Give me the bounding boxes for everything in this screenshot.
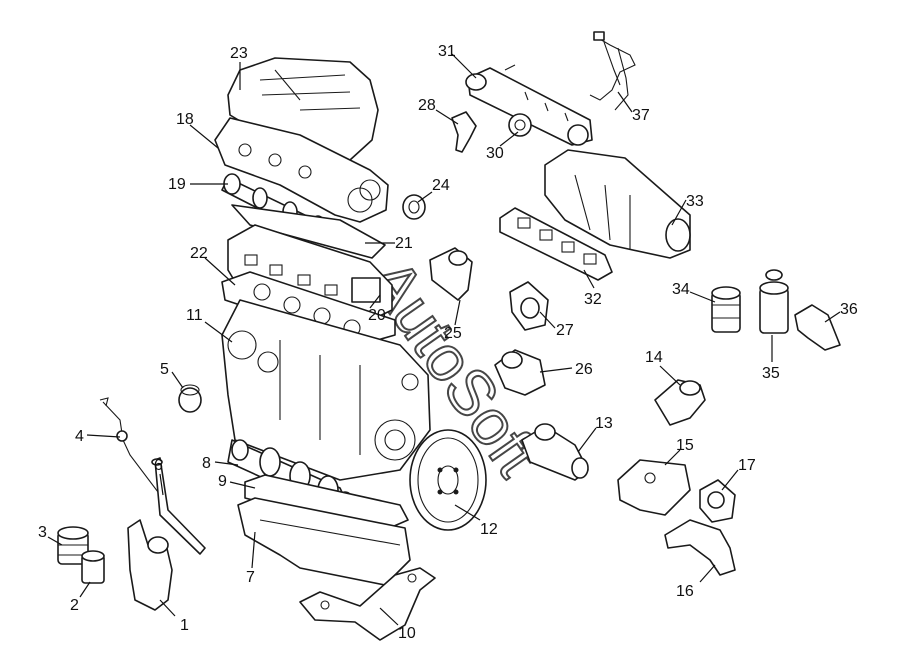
callout-15: 15 xyxy=(676,437,694,454)
cup-plug xyxy=(178,384,202,413)
callout-31: 31 xyxy=(438,43,456,60)
fuel-filter-bracket xyxy=(794,304,841,351)
engine-block xyxy=(221,299,431,481)
coolant-hose-connector xyxy=(654,379,706,426)
callout-2: 2 xyxy=(70,597,79,614)
callout-6: 6 xyxy=(154,457,163,474)
callout-21: 21 xyxy=(395,235,413,252)
engine-mount-front xyxy=(617,459,691,516)
valve-cover xyxy=(214,117,389,223)
callout-37: 37 xyxy=(632,107,650,124)
callout-30: 30 xyxy=(486,145,504,162)
callout-5: 5 xyxy=(160,361,169,378)
callout-4: 4 xyxy=(75,428,84,445)
callout-33: 33 xyxy=(686,193,704,210)
fuel-filter-housing xyxy=(759,269,789,334)
dipstick-tube xyxy=(151,457,206,555)
fuel-rail xyxy=(465,64,593,146)
callout-32: 32 xyxy=(584,291,602,308)
callout-19: 19 xyxy=(168,176,186,193)
engine-mount-rubber xyxy=(699,479,736,523)
callout-22: 22 xyxy=(190,245,208,262)
callout-28: 28 xyxy=(418,97,436,114)
starter-motor xyxy=(521,423,589,481)
callout-10: 10 xyxy=(398,625,416,642)
callout-18: 18 xyxy=(176,111,194,128)
sump-gasket xyxy=(244,474,409,533)
flywheel xyxy=(409,429,487,531)
callout-labels: 1 2 3 4 5 6 7 8 9 10 11 12 13 14 15 16 1… xyxy=(38,43,858,642)
cylinder-head xyxy=(227,224,393,331)
callout-13: 13 xyxy=(595,415,613,432)
fuel-pressure-regulator xyxy=(508,113,532,137)
idler-pulley xyxy=(402,194,426,220)
intake-manifold xyxy=(544,149,691,259)
callout-9: 9 xyxy=(218,473,227,490)
callout-20: 20 xyxy=(368,307,386,324)
coolant-outlet xyxy=(429,247,473,301)
callout-16: 16 xyxy=(676,583,694,600)
callout-17: 17 xyxy=(738,457,756,474)
callout-1: 1 xyxy=(180,617,189,634)
pressure-sensor xyxy=(451,111,477,153)
thermostat-housing xyxy=(509,281,549,331)
callout-7: 7 xyxy=(246,569,255,586)
oil-filter-element xyxy=(81,550,105,584)
fuel-filter xyxy=(711,286,741,333)
callout-27: 27 xyxy=(556,322,574,339)
callout-leaders xyxy=(47,53,841,626)
injector-wiring-harness xyxy=(589,31,636,111)
callout-26: 26 xyxy=(575,361,593,378)
oil-filter-housing xyxy=(127,519,173,611)
callout-25: 25 xyxy=(444,325,462,342)
oil-filter xyxy=(57,526,89,565)
head-gasket-upper xyxy=(231,204,386,259)
callout-12: 12 xyxy=(480,521,498,538)
callout-3: 3 xyxy=(38,524,47,541)
callout-24: 24 xyxy=(432,177,450,194)
engine-mount-bracket-rear xyxy=(299,567,436,641)
callout-14: 14 xyxy=(645,349,663,366)
callout-23: 23 xyxy=(230,45,248,62)
engine-mount-bracket-side xyxy=(664,519,736,576)
water-outlet-housing xyxy=(494,349,546,396)
callout-35: 35 xyxy=(762,365,780,382)
intake-manifold-gasket xyxy=(499,207,613,281)
callout-11: 11 xyxy=(186,307,203,324)
callout-8: 8 xyxy=(202,455,211,472)
callout-34: 34 xyxy=(672,281,690,298)
callout-36: 36 xyxy=(840,301,858,318)
